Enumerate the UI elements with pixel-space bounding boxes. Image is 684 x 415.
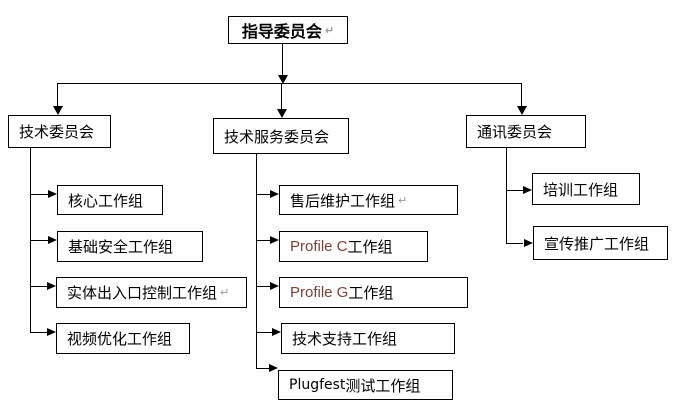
connector-line	[256, 286, 270, 287]
connector-line	[506, 148, 507, 244]
node-label: 测试工作组	[345, 377, 421, 395]
node-label-en: Plugfest	[289, 377, 346, 393]
connector-line	[256, 194, 270, 195]
node-label: 核心工作组	[68, 192, 144, 210]
arrow-right-icon	[48, 190, 57, 198]
paragraph-mark: ↵	[324, 24, 335, 37]
connector-line	[30, 194, 48, 195]
connector-line	[30, 240, 48, 241]
paragraph-mark: ↵	[398, 194, 408, 207]
node-steering-committee: 指导委员会↵	[228, 16, 348, 44]
paragraph-mark: ↵	[220, 287, 230, 299]
arrow-right-icon	[272, 328, 281, 336]
node-technical-support-group: 技术支持工作组	[281, 323, 455, 354]
node-label: 技术委员会	[19, 124, 95, 141]
node-label: 视频优化工作组	[67, 331, 173, 348]
connector-line	[30, 286, 48, 287]
connector-line	[506, 243, 523, 244]
arrow-right-icon	[269, 364, 278, 372]
node-plugfest-testing-group: Plugfest 测试工作组	[278, 370, 453, 400]
node-profile-g-group: Profile G 工作组	[279, 277, 468, 308]
arrow-right-icon	[524, 239, 533, 247]
arrow-down-icon	[278, 75, 288, 84]
node-basic-security-group: 基础安全工作组	[57, 231, 203, 262]
connector-line	[57, 84, 58, 107]
node-label-en: Profile C	[290, 238, 348, 255]
node-training-group: 培训工作组	[532, 173, 640, 205]
node-label: 工作组	[347, 239, 393, 256]
node-label: 技术服务委员会	[224, 128, 330, 146]
connector-line	[521, 84, 522, 107]
node-label: 售后维护工作组	[290, 192, 396, 210]
node-communications-committee: 通讯委员会	[466, 115, 586, 148]
arrow-right-icon	[47, 282, 56, 290]
arrow-down-icon	[517, 106, 527, 115]
connector-line	[281, 84, 282, 110]
connector-line	[30, 332, 48, 333]
connector-line	[506, 190, 523, 191]
node-label-en: Profile G	[290, 284, 349, 301]
arrow-right-icon	[47, 328, 56, 336]
connector-line	[256, 154, 257, 368]
node-physical-access-control-group: 实体出入口控制工作组↵	[56, 277, 247, 308]
node-publicity-promotion-group: 宣传推广工作组	[533, 226, 668, 260]
node-aftersales-maintenance-group: 售后维护工作组↵	[279, 185, 458, 215]
node-label: 实体出入口控制工作组	[67, 285, 218, 302]
node-label: 工作组	[348, 285, 394, 302]
connector-line	[57, 83, 522, 84]
arrow-right-icon	[523, 186, 532, 194]
node-label: 基础安全工作组	[68, 239, 174, 256]
connector-line	[256, 368, 269, 369]
arrow-right-icon	[270, 236, 279, 244]
arrow-right-icon	[270, 282, 279, 290]
node-label: 技术支持工作组	[292, 331, 398, 348]
node-core-group: 核心工作组	[57, 185, 163, 215]
node-label: 指导委员会	[241, 24, 322, 41]
node-technical-committee: 技术委员会	[8, 115, 111, 148]
node-profile-c-group: Profile C 工作组	[279, 231, 428, 262]
arrow-down-icon	[53, 106, 63, 115]
node-label: 通讯委员会	[477, 124, 553, 141]
connector-line	[282, 43, 283, 75]
arrow-down-icon	[277, 109, 287, 118]
node-label: 培训工作组	[543, 181, 619, 199]
connector-line	[256, 332, 272, 333]
node-technical-service-committee: 技术服务委员会	[213, 118, 349, 154]
connector-line	[256, 240, 270, 241]
arrow-right-icon	[48, 236, 57, 244]
node-label: 宣传推广工作组	[544, 235, 650, 253]
arrow-right-icon	[270, 190, 279, 198]
node-video-optimization-group: 视频优化工作组	[56, 323, 190, 354]
